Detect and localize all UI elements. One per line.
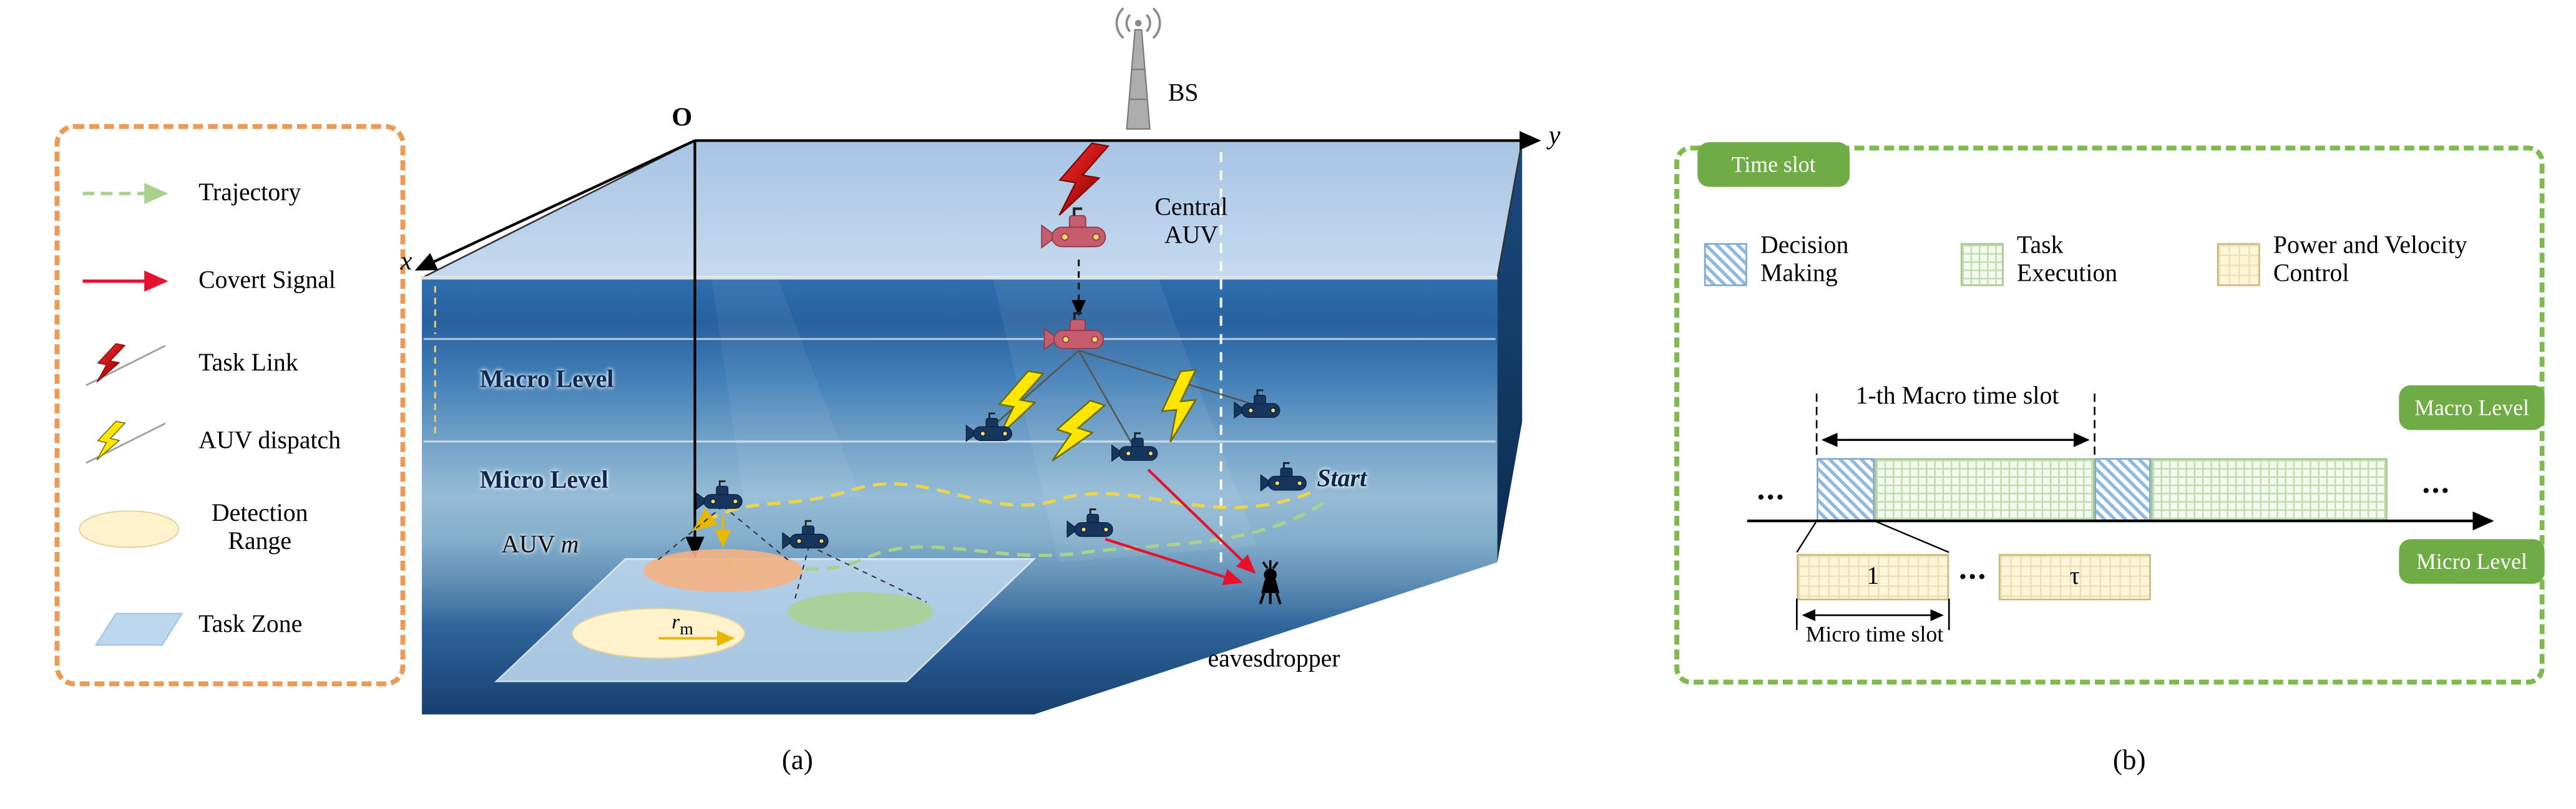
legend-covert-label: Covert Signal: [198, 268, 336, 294]
detection-ellipse-orange: [643, 549, 803, 593]
micro-slot-dots: ...: [1959, 552, 1988, 588]
axis-x: [414, 139, 696, 271]
micro-slot-first-box: 1: [1797, 554, 1949, 601]
sea-light-ray: [992, 278, 1257, 563]
task-swatch-icon: [1960, 243, 2004, 286]
central-auv-label-line2: AUV: [1164, 223, 1219, 249]
micro-slot-last-box: τ: [1998, 554, 2151, 601]
radius-subscript: m: [680, 621, 693, 639]
power-swatch-icon: [2217, 243, 2260, 286]
legend-box: [54, 124, 406, 687]
bs-antenna-icon: [1115, 7, 1161, 130]
covert-arrow-2: [1105, 538, 1243, 585]
legend-trajectory-label: Trajectory: [198, 180, 301, 207]
bs-label: BS: [1168, 80, 1199, 108]
macro-level-badge: Macro Level: [2399, 385, 2545, 430]
trajectory-green: [712, 501, 1325, 576]
covert-arrow-1: [1147, 468, 1256, 574]
micro-slot-label: Micro time slot: [1805, 621, 1944, 647]
task-label: Task Execution: [2016, 233, 2118, 288]
box-top-face: [421, 140, 1523, 279]
macro-level-label: Macro Level: [479, 367, 614, 394]
origin-label: O: [671, 104, 693, 133]
expand-line-left: [1796, 520, 1818, 553]
legend-taskzone-icon: [94, 613, 183, 646]
power-label: Power and Velocity Control: [2273, 233, 2467, 288]
detection-cone-4: [809, 545, 927, 603]
link-central-s2: [1078, 350, 1133, 444]
detection-ellipse-green: [788, 592, 934, 632]
macro-bar-decision-2: [2094, 458, 2151, 521]
macro-bar-task-2: [2150, 458, 2388, 521]
legend-detection-label: Detection Range: [211, 501, 308, 556]
legend-detection-icon: [79, 510, 180, 548]
link-central-s3: [1078, 349, 1251, 405]
eavesdropper-label: eavesdropper: [1208, 646, 1340, 674]
decision-label: Decision Making: [1760, 233, 1849, 288]
detection-radius-label: rm: [671, 610, 693, 640]
caption-b: (b): [2112, 744, 2146, 776]
ellipsis-left: ...: [1757, 473, 1786, 508]
macro-slot-label: 1-th Macro time slot: [1855, 384, 2059, 410]
link-central-s1: [995, 350, 1080, 424]
axis-y-label: y: [1548, 122, 1561, 151]
legend-dispatch-label: AUV dispatch: [198, 428, 341, 455]
micro-level-badge: Micro Level: [2399, 539, 2545, 584]
auv-m-label: AUV m: [501, 533, 578, 561]
radius-symbol: r: [671, 610, 680, 634]
auv-m-var: m: [560, 532, 579, 560]
sea-light-ray-2: [711, 278, 861, 505]
decision-swatch-icon: [1704, 243, 1747, 286]
detection-cone-2: [722, 505, 791, 563]
detection-cone-1: [655, 505, 724, 563]
legend-task-link-label: Task Link: [198, 351, 298, 377]
detection-ellipse-yellow: [572, 608, 746, 659]
expand-line-right: [1874, 520, 1949, 553]
time-slot-badge: Time slot: [1697, 142, 1850, 187]
central-auv-label-line1: Central: [1154, 195, 1228, 222]
start-label: Start: [1317, 466, 1367, 493]
micro-level-label: Micro Level: [479, 468, 608, 495]
legend-taskzone-label: Task Zone: [198, 611, 303, 639]
macro-bar-task-1: [1874, 458, 2095, 521]
ellipsis-right: ...: [2422, 466, 2451, 501]
central-auv-label: Central AUV: [1138, 195, 1244, 251]
trajectory-yellow: [693, 482, 1311, 531]
auv-m-prefix: AUV: [501, 532, 555, 560]
caption-a: (a): [781, 744, 813, 776]
panel-a-scene: [79, 7, 1541, 715]
panel-b-lines: [1747, 394, 2494, 631]
axis-x-label: x: [400, 248, 412, 276]
